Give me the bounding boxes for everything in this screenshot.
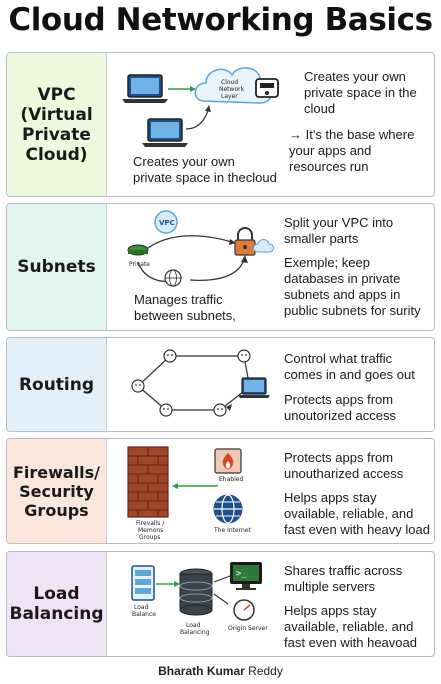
svg-text:VPC: VPC bbox=[159, 219, 175, 227]
author-surname: Reddy bbox=[248, 664, 283, 678]
section-label-subnets: Subnets bbox=[7, 204, 107, 330]
vpc-illustration: Cloud Network Layer Creates your own pri… bbox=[108, 53, 286, 196]
caption-line: private space in thecloud bbox=[133, 170, 277, 185]
router-node-icon bbox=[237, 349, 251, 363]
laptop-icon bbox=[238, 377, 270, 398]
caption-line: Creates your own bbox=[133, 154, 235, 169]
label-line: Security bbox=[19, 481, 94, 501]
subnets-illustration: VPC Private bbox=[108, 204, 286, 330]
caption-line: between subnets, bbox=[134, 308, 236, 323]
label-line: Cloud) bbox=[25, 144, 88, 165]
page-title: Cloud Networking Basics bbox=[8, 2, 433, 38]
section-vpc: VPC (Virtual Private Cloud) bbox=[6, 52, 435, 197]
router-node-icon bbox=[131, 379, 145, 393]
cloud-icon bbox=[253, 239, 274, 253]
section-label-firewalls: Firewalls/ Security Groups bbox=[7, 439, 107, 543]
svg-text:The Internet: The Internet bbox=[213, 527, 252, 534]
router-node-icon bbox=[163, 349, 177, 363]
author-name: Bharath Kumar bbox=[158, 664, 245, 678]
svg-text:Origin Server: Origin Server bbox=[228, 625, 268, 632]
server-lock-icon bbox=[255, 78, 279, 98]
section-subnets: Subnets VPC Private bbox=[6, 203, 435, 331]
label-line: Groups bbox=[24, 500, 89, 520]
router-node-icon bbox=[159, 403, 173, 417]
section-label-load-balancing: Load Balancing bbox=[7, 552, 107, 656]
author-credit: Bharath Kumar Reddy bbox=[0, 664, 441, 678]
router-node-icon bbox=[213, 403, 227, 417]
cloud-label: Layer bbox=[221, 93, 238, 100]
section-label-vpc: VPC (Virtual Private Cloud) bbox=[7, 53, 107, 196]
desc-line: Protects apps from unoutorized access bbox=[284, 392, 397, 423]
desc-line: Helps apps stay available, reliable. and… bbox=[284, 603, 417, 650]
svg-text:Ehabled: Ehabled bbox=[219, 476, 243, 483]
label-line: Subnets bbox=[17, 257, 96, 277]
section-routing: Routing bbox=[6, 337, 435, 432]
arrow-icon bbox=[185, 110, 209, 130]
svg-text:Balancing: Balancing bbox=[180, 629, 210, 636]
svg-text:Firevalls /: Firevalls / bbox=[136, 520, 165, 527]
laptop-icon bbox=[122, 74, 168, 103]
svg-text:Memons: Memons bbox=[138, 527, 163, 534]
label-line: Load bbox=[33, 584, 80, 604]
globe-icon bbox=[164, 269, 182, 287]
label-line: Balancing bbox=[9, 604, 104, 624]
svg-text:Load: Load bbox=[186, 622, 201, 629]
fire-icon bbox=[214, 448, 242, 474]
caption-line: Manages traffic bbox=[134, 292, 223, 307]
vpc-description: Creates your own private space in the cl… bbox=[284, 53, 430, 196]
firewalls-illustration: Firevalls / Memons Groups Ehabled The In… bbox=[108, 439, 286, 543]
lock-icon bbox=[234, 227, 256, 256]
svg-text:Load: Load bbox=[134, 604, 149, 611]
database-icon bbox=[179, 568, 213, 616]
svg-text:>_: >_ bbox=[236, 569, 247, 579]
load-balancing-illustration: Load Balance Load Balancing >_ bbox=[108, 552, 286, 656]
firewalls-description: Protects apps from unoutharized access H… bbox=[284, 439, 430, 543]
brick-wall-icon bbox=[127, 446, 169, 518]
globe-icon bbox=[213, 494, 243, 524]
label-line: Routing bbox=[18, 374, 95, 395]
vpc-globe-icon: VPC bbox=[154, 210, 178, 234]
section-label-routing: Routing bbox=[7, 338, 107, 431]
routing-illustration bbox=[108, 338, 286, 431]
desc-line: Split your VPC into smaller parts bbox=[284, 215, 394, 246]
svg-text:Balance: Balance bbox=[132, 611, 156, 618]
label-line: Private bbox=[22, 124, 91, 145]
subnets-description: Split your VPC into smaller parts Exempl… bbox=[284, 204, 430, 330]
section-firewalls: Firewalls/ Security Groups Firevalls bbox=[6, 438, 435, 544]
desc-line: → It's the base where your apps and reso… bbox=[289, 127, 415, 174]
section-load-balancing: Load Balancing Load Balance bbox=[6, 551, 435, 657]
desc-line: Creates your own private space in the cl… bbox=[304, 69, 417, 116]
desc-line: Shares traffic across multiple servers bbox=[284, 563, 403, 594]
server-monitor-icon: >_ bbox=[230, 562, 262, 590]
label-line: VPC bbox=[37, 84, 76, 105]
cloud-label: Network bbox=[219, 86, 245, 93]
desc-line: Helps apps stay ovailable, reliable, and… bbox=[284, 490, 430, 537]
routing-description: Control what traffic comes in and goes o… bbox=[284, 338, 430, 431]
desc-line: Exemple; keep databases in private subne… bbox=[284, 255, 421, 318]
svg-text:Groups: Groups bbox=[139, 534, 160, 541]
desc-line: Control what traffic comes in and goes o… bbox=[284, 351, 415, 382]
gauge-icon bbox=[233, 599, 255, 621]
cloud-label: Cloud bbox=[221, 79, 238, 86]
label-line: (Virtual bbox=[20, 104, 93, 125]
load-balancing-description: Shares traffic across multiple servers H… bbox=[284, 552, 430, 656]
desc-line: Protects apps from unoutharized access bbox=[284, 450, 404, 481]
laptop-icon bbox=[142, 118, 188, 147]
load-balancer-icon bbox=[131, 565, 155, 601]
label-line: Firewalls/ bbox=[12, 462, 101, 482]
